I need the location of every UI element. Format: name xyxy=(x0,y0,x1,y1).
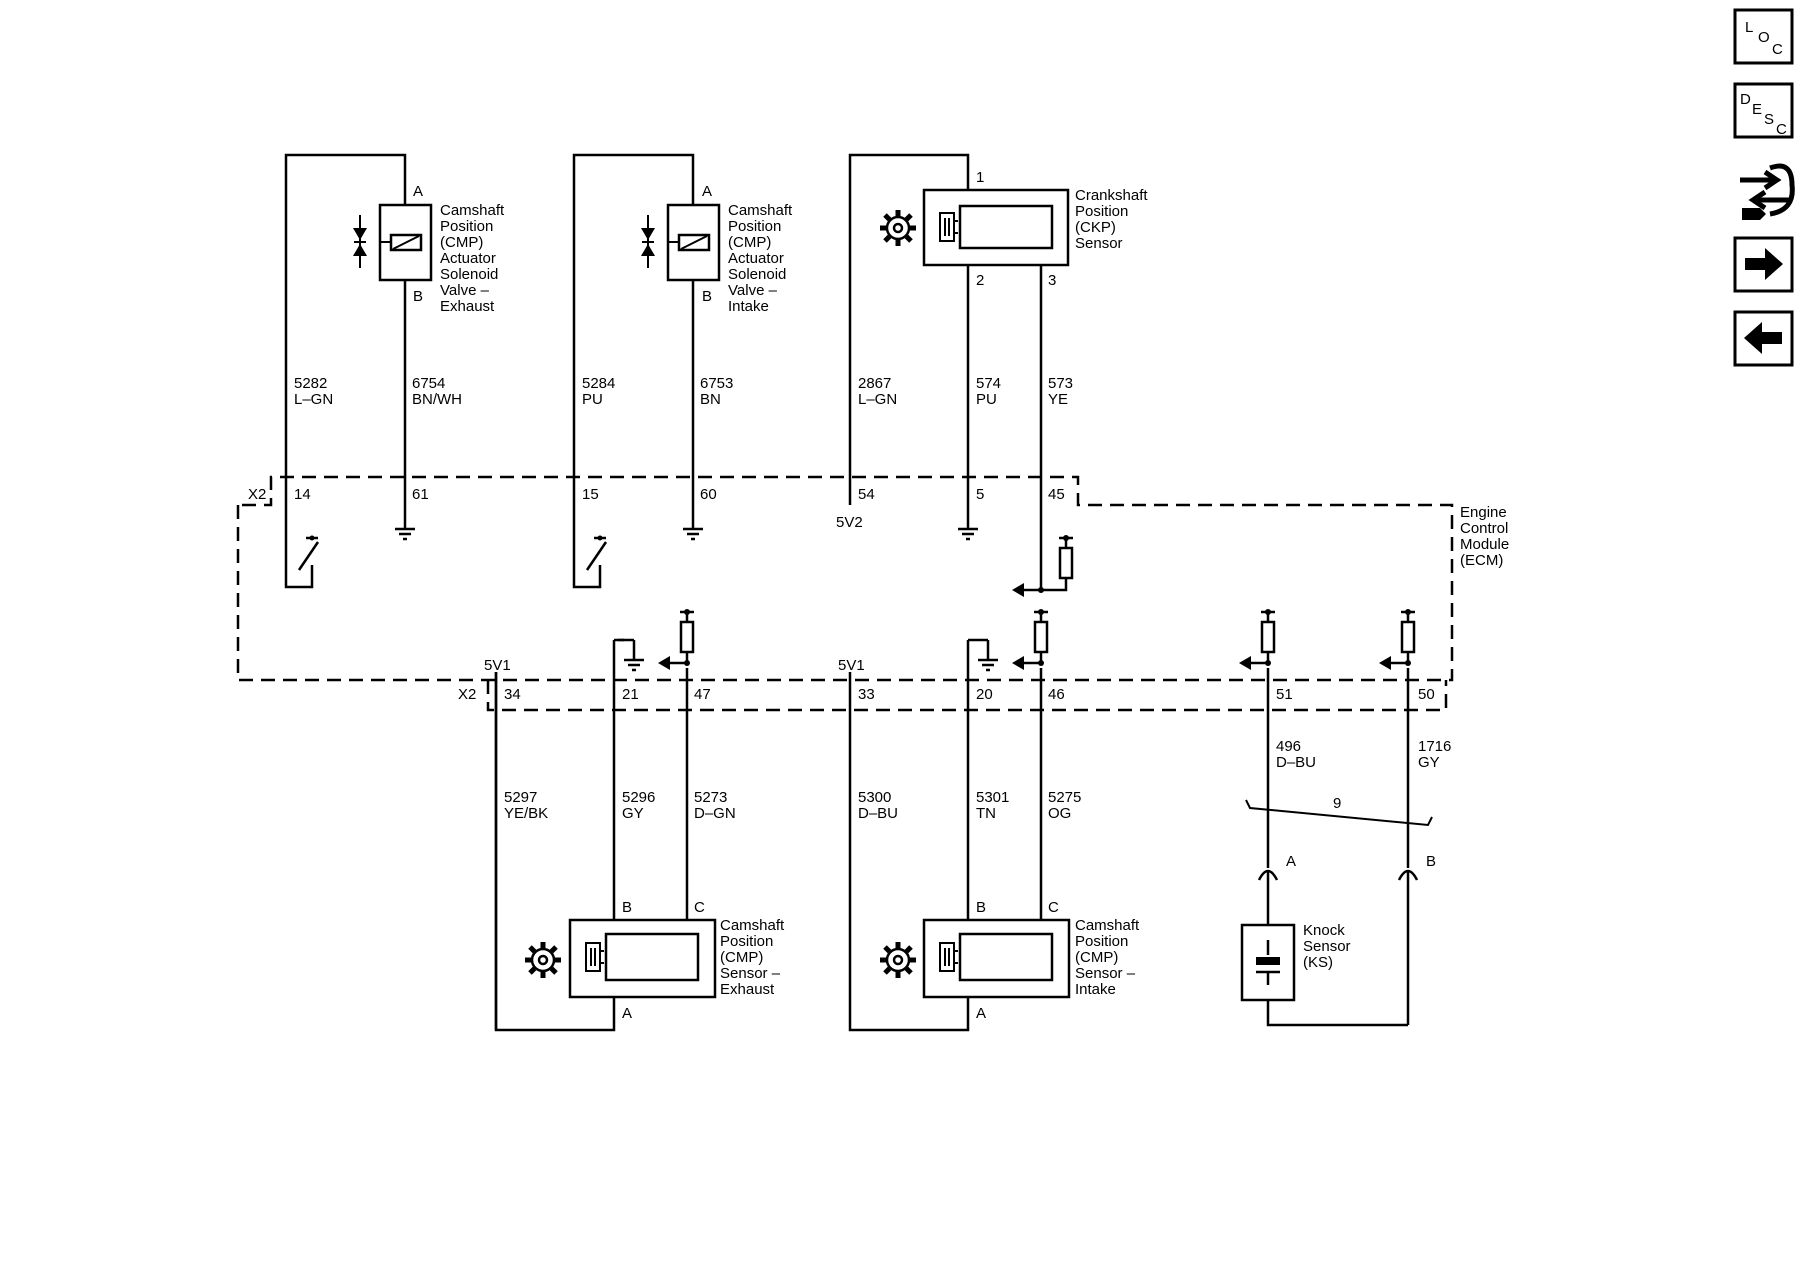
pin-21: 21 xyxy=(622,686,639,703)
knock-sensor: 9 A B Knock Sensor (KS) xyxy=(1239,607,1436,1027)
pin-50: 50 xyxy=(1418,686,1435,703)
gear-icon xyxy=(525,942,561,978)
pin-b: B xyxy=(976,899,986,916)
component-label: Camshaft Position (CMP) Actuator Solenoi… xyxy=(440,202,508,315)
pin-a: A xyxy=(1286,853,1296,870)
pin-3: 3 xyxy=(1048,272,1056,289)
arrow-right-icon xyxy=(1745,248,1783,280)
ref-5v1-exhaust: 5V1 xyxy=(484,657,511,674)
connector-x2-bottom: X2 xyxy=(458,686,476,703)
pin-c: C xyxy=(694,899,705,916)
nav-loc-c: C xyxy=(1772,41,1783,58)
nav-desc-d: D xyxy=(1740,91,1751,108)
nav-description-button[interactable]: D E S C xyxy=(1733,82,1794,139)
nav-desc-e: E xyxy=(1752,101,1762,118)
pin-2: 2 xyxy=(976,272,984,289)
nav-desc-c: C xyxy=(1776,121,1787,138)
component-label: Camshaft Position (CMP) Sensor – Exhaust xyxy=(720,917,788,998)
connector-x2-top: X2 xyxy=(248,486,266,503)
pin-46: 46 xyxy=(1048,686,1065,703)
pin-a: A xyxy=(622,1005,632,1022)
pin-15: 15 xyxy=(582,486,599,503)
cmp-sensor-intake: B C A Camshaft Position (CMP) Sensor – I… xyxy=(848,607,1143,1032)
nav-desc-s: S xyxy=(1764,111,1774,128)
component-label: Crankshaft Position (CKP) Sensor xyxy=(1075,187,1152,252)
nav-next-button[interactable] xyxy=(1733,236,1794,293)
ref-5v1-intake: 5V1 xyxy=(838,657,865,674)
ckp-sensor: 1 2 3 Crankshaft Position (CKP) Sensor xyxy=(848,153,1152,597)
ecm-bottom-pins: X2 5V1 5V1 34 21 47 33 20 46 51 50 xyxy=(458,657,1435,703)
nav-connector-wrench-button[interactable] xyxy=(1740,163,1795,220)
pin-a: A xyxy=(702,183,712,200)
component-label: Knock Sensor (KS) xyxy=(1303,922,1355,971)
nav-location-button[interactable]: L O C xyxy=(1733,8,1794,65)
pin-61: 61 xyxy=(412,486,429,503)
cmp-actuator-valve-exhaust: A B Camshaft Position (CMP) Actuator Sol… xyxy=(284,153,508,589)
gear-icon xyxy=(880,942,916,978)
pin-b: B xyxy=(413,288,423,305)
ecm-top-pins: X2 14 61 15 60 54 5 45 5V2 xyxy=(248,486,1065,531)
pin-1: 1 xyxy=(976,169,984,186)
gear-icon xyxy=(880,210,916,246)
ecm-label: Engine Control Module (ECM) xyxy=(1460,504,1513,569)
cmp-sensor-exhaust: B C A Camshaft Position (CMP) Sensor – E… xyxy=(494,607,788,1032)
pin-34: 34 xyxy=(504,686,521,703)
ref-5v2: 5V2 xyxy=(836,514,863,531)
nav-loc-l: L xyxy=(1745,19,1753,36)
pin-5: 5 xyxy=(976,486,984,503)
pin-b: B xyxy=(1426,853,1436,870)
pin-14: 14 xyxy=(294,486,311,503)
nav-back-button[interactable] xyxy=(1733,310,1794,367)
pin-a: A xyxy=(976,1005,986,1022)
pin-60: 60 xyxy=(700,486,717,503)
pin-20: 20 xyxy=(976,686,993,703)
twist-count: 9 xyxy=(1333,795,1341,812)
cmp-actuator-valve-intake: A B Camshaft Position (CMP) Actuator Sol… xyxy=(572,153,796,589)
pin-c: C xyxy=(1048,899,1059,916)
pin-b: B xyxy=(702,288,712,305)
component-label: Camshaft Position (CMP) Actuator Solenoi… xyxy=(728,202,796,315)
pin-45: 45 xyxy=(1048,486,1065,503)
nav-loc-o: O xyxy=(1758,29,1770,46)
arrow-left-icon xyxy=(1744,322,1782,354)
pin-b: B xyxy=(622,899,632,916)
pin-33: 33 xyxy=(858,686,875,703)
pin-47: 47 xyxy=(694,686,711,703)
pin-54: 54 xyxy=(858,486,875,503)
wrench-connector-icon xyxy=(1740,163,1795,220)
component-label: Camshaft Position (CMP) Sensor – Intake xyxy=(1075,917,1143,998)
pin-51: 51 xyxy=(1276,686,1293,703)
ecm-boundary xyxy=(236,475,1454,712)
pin-a: A xyxy=(413,183,423,200)
